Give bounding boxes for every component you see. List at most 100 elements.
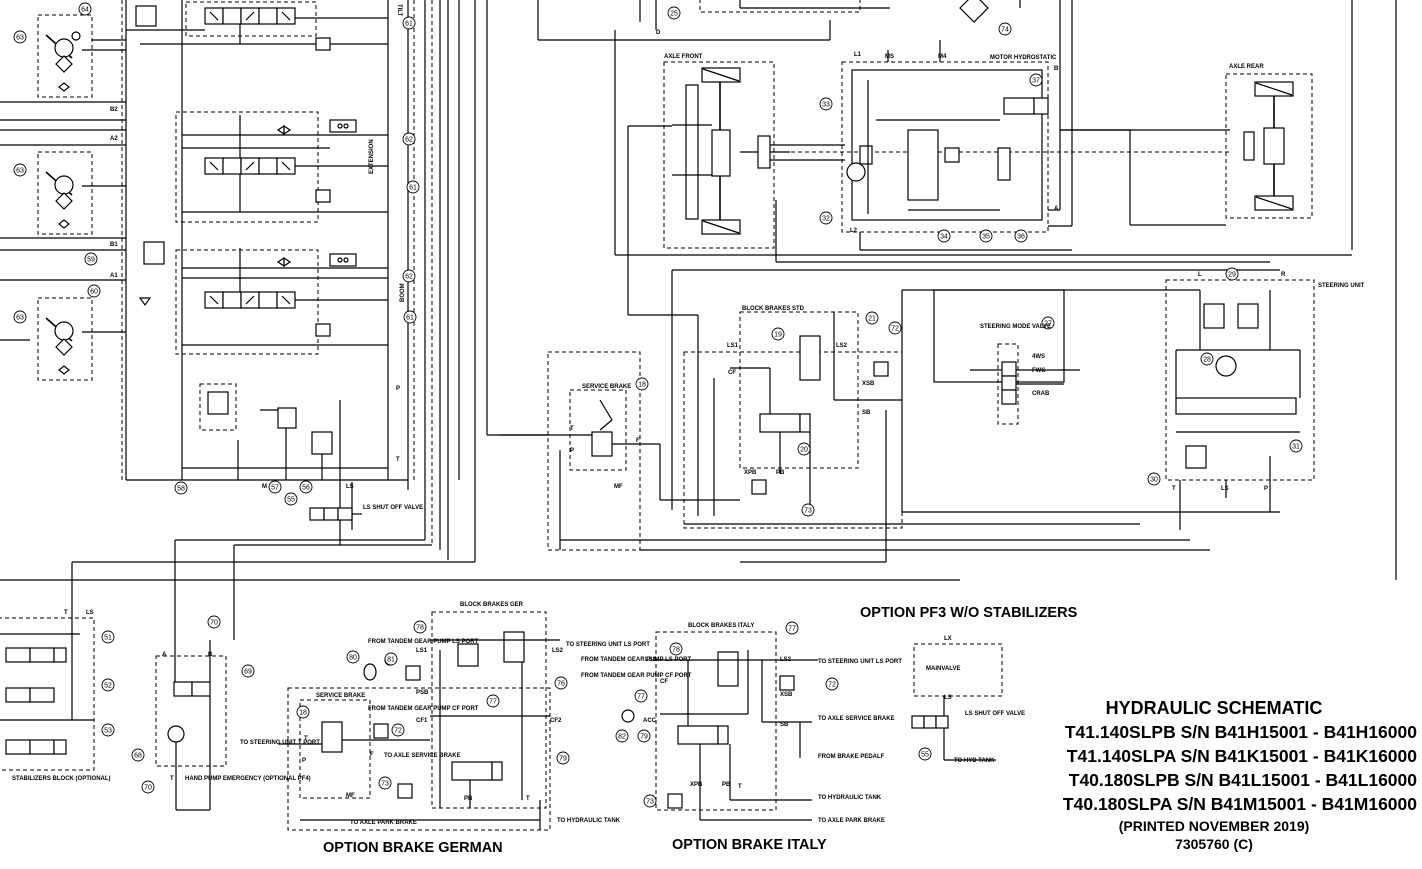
svg-text:51: 51: [104, 635, 112, 642]
callout-72: 72: [888, 321, 902, 335]
svg-text:LS2: LS2: [552, 648, 564, 654]
label-block-brakes-ger: BLOCK BRAKES GER: [460, 602, 524, 608]
svg-text:61: 61: [405, 21, 413, 28]
callout-79-ita: 79: [637, 729, 651, 743]
svg-text:B2: B2: [110, 107, 118, 113]
svg-text:T: T: [170, 776, 174, 782]
svg-text:P: P: [1264, 486, 1268, 492]
svg-text:L1: L1: [854, 52, 862, 58]
svg-text:MF: MF: [346, 793, 355, 799]
svg-text:L2: L2: [850, 228, 858, 234]
title-option-pf3: OPTION PF3 W/O STABILIZERS: [860, 605, 1078, 621]
svg-text:T: T: [64, 610, 68, 616]
svg-text:78: 78: [672, 647, 680, 654]
svg-text:R: R: [1281, 272, 1286, 278]
label-to-hyd-tank: TO HYD TANK: [954, 758, 995, 764]
stabilizers-block: [0, 617, 95, 771]
callout-20: 20: [797, 442, 811, 456]
callout-73: 73: [801, 503, 815, 517]
svg-text:27: 27: [1044, 321, 1052, 328]
svg-text:PB: PB: [464, 796, 473, 802]
callout-21: 21: [865, 311, 879, 325]
printed-date: (PRINTED NOVEMBER 2019): [1119, 818, 1310, 834]
label-block-brakes-std: BLOCK BRAKES STD: [742, 306, 805, 312]
title-option-brake-german: OPTION BRAKE GERMAN: [323, 840, 503, 856]
valve-57: [277, 407, 297, 429]
svg-text:XPB: XPB: [744, 470, 757, 476]
callout-31: 31: [1289, 439, 1303, 453]
svg-text:CF: CF: [728, 370, 736, 376]
model-line-3: T40.180SLPB S/N B41L15001 - B41L16000: [1069, 770, 1418, 790]
label-ls-shut-off-valve-pf3: LS SHUT OFF VALVE: [965, 711, 1025, 717]
option-brake-german: [278, 611, 560, 831]
svg-text:82: 82: [618, 734, 626, 741]
svg-text:21: 21: [868, 316, 876, 323]
callout-29: 29: [1225, 267, 1239, 281]
callout-77-ger: 77: [486, 694, 500, 708]
callout-58: 58: [174, 481, 188, 495]
svg-text:64: 64: [81, 7, 89, 14]
svg-text:TO AXLE SERVICE BRAKE: TO AXLE SERVICE BRAKE: [384, 753, 461, 759]
svg-text:FROM TANDEM GEAR PUMP LS PORT: FROM TANDEM GEAR PUMP LS PORT: [368, 639, 478, 645]
svg-text:32: 32: [822, 216, 830, 223]
svg-text:T: T: [396, 457, 400, 463]
relief-valve-64: [135, 5, 157, 27]
svg-text:SB: SB: [862, 410, 871, 416]
callout-63-top: 63: [13, 30, 27, 44]
callout-82: 82: [615, 729, 629, 743]
svg-text:A2: A2: [110, 136, 118, 142]
svg-text:XPB: XPB: [690, 782, 703, 788]
pressure-valve-58: [207, 391, 229, 415]
part-number: 7305760 (C): [1175, 836, 1253, 852]
svg-text:70: 70: [210, 620, 218, 627]
svg-text:56: 56: [302, 485, 310, 492]
check-valve-61-top: [315, 37, 331, 51]
svg-text:CF: CF: [660, 679, 668, 685]
brake-steering-area: [487, 269, 1315, 563]
annotations-german: FROM TANDEM GEAR PUMP LS PORT FROM TANDE…: [240, 639, 650, 826]
svg-text:XSB: XSB: [780, 692, 793, 698]
check-valve-61-mid: [315, 189, 331, 203]
cylinder-63-top: [37, 14, 126, 98]
annotations-italy: FROM TANDEM GEAR PUMP LS PORT FROM TANDE…: [581, 657, 902, 824]
callout-52: 52: [101, 678, 115, 692]
svg-text:SB: SB: [780, 722, 789, 728]
callout-18: 18: [635, 377, 649, 391]
axle-rear-block: [1225, 73, 1313, 219]
callout-77-ita: 77: [785, 621, 799, 635]
callout-70-bot: 70: [141, 780, 155, 794]
svg-text:B: B: [208, 652, 213, 658]
relief-valve-59: [143, 241, 165, 265]
svg-text:34: 34: [940, 234, 948, 241]
svg-text:78: 78: [416, 625, 424, 632]
svg-text:73: 73: [646, 799, 654, 806]
svg-text:CRAB: CRAB: [1032, 391, 1050, 397]
svg-text:TO STEERING UNIT T PORT: TO STEERING UNIT T PORT: [240, 740, 320, 746]
svg-text:LS1: LS1: [727, 343, 739, 349]
label-motor-hydrostatic: MOTOR HYDROSTATIC: [990, 55, 1057, 61]
valve-section-boom: [175, 248, 388, 355]
callout-76: 76: [554, 676, 568, 690]
label-stabilizers-block: STABILIZERS BLOCK (OPTIONAL): [12, 776, 111, 782]
callout-63-bot: 63: [13, 310, 27, 324]
title-option-brake-italy: OPTION BRAKE ITALY: [672, 837, 827, 853]
svg-text:55: 55: [921, 752, 929, 759]
callout-27: 27: [1041, 316, 1055, 330]
svg-text:LS1: LS1: [645, 657, 657, 663]
valve-section-extension: [175, 111, 388, 223]
svg-text:33: 33: [822, 102, 830, 109]
svg-text:P: P: [302, 758, 306, 764]
svg-text:80: 80: [349, 655, 357, 662]
model-line-2: T41.140SLPA S/N B41K15001 - B41K16000: [1067, 746, 1417, 766]
svg-text:LS2: LS2: [780, 657, 792, 663]
callout-61-top: 61: [402, 16, 416, 30]
callout-78-ita: 78: [669, 642, 683, 656]
svg-text:PSB: PSB: [416, 690, 429, 696]
svg-text:FROM BRAKE PEDALF: FROM BRAKE PEDALF: [818, 754, 885, 760]
callout-61-bot: 61: [403, 310, 417, 324]
svg-text:M4: M4: [938, 54, 947, 60]
svg-text:TO AXLE SERVICE BRAKE: TO AXLE SERVICE BRAKE: [818, 716, 895, 722]
schematic-heading: HYDRAULIC SCHEMATIC: [1106, 698, 1323, 718]
steering-mode-valve-27: [933, 289, 1080, 425]
